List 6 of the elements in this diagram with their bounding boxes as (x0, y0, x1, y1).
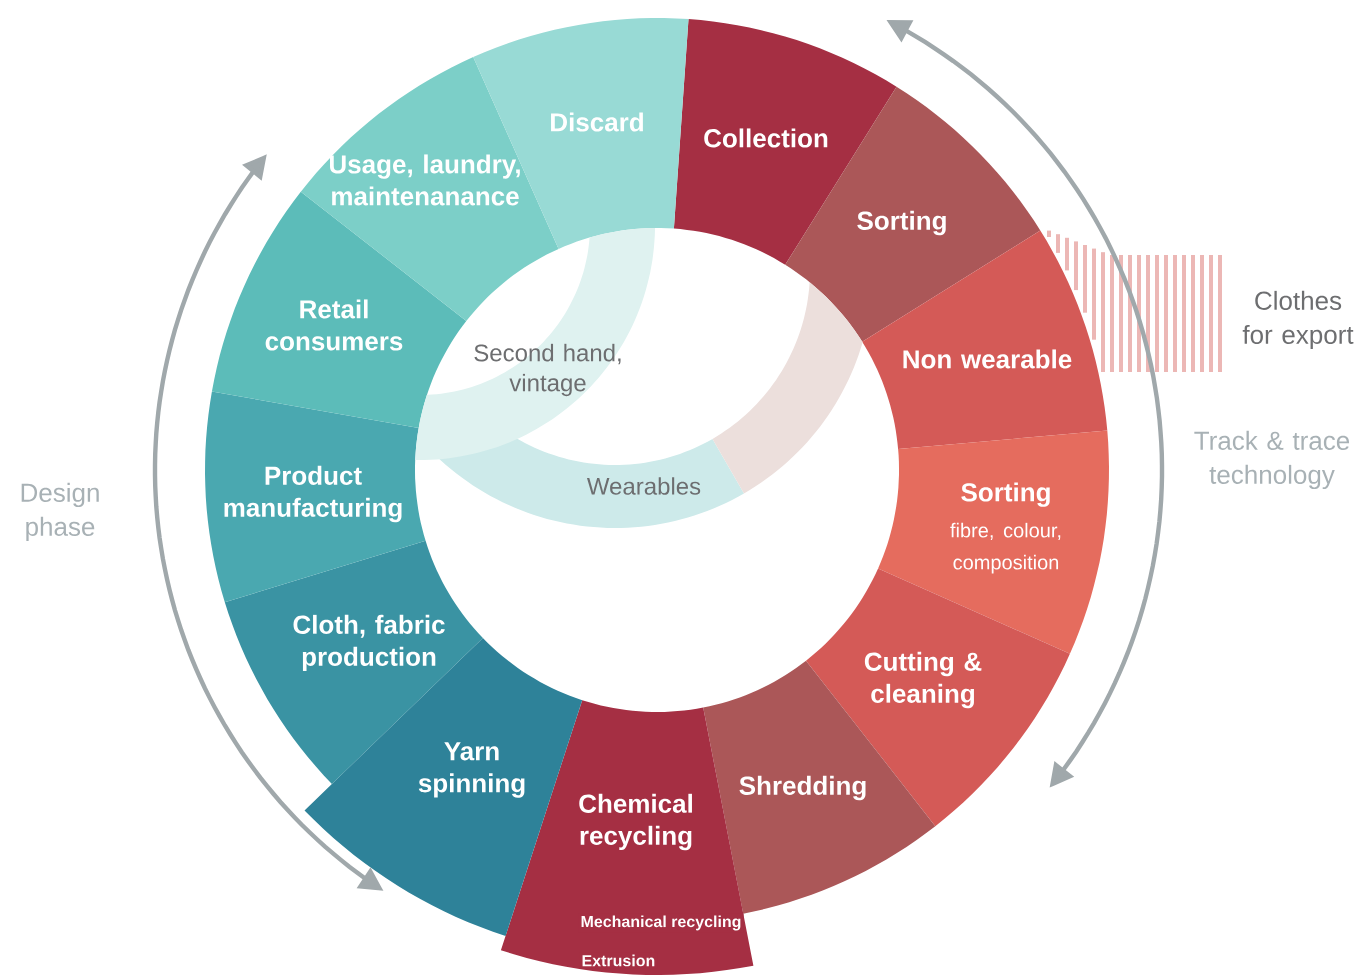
sub-step-tab: Mechanical recycling (578, 913, 744, 933)
side-note: Clothes for export (1242, 290, 1354, 350)
ring-segment: Product manufacturing (205, 391, 426, 603)
inner-band: Second hand, vintage (415, 228, 655, 460)
side-note: Design phase (21, 482, 99, 542)
side-note: Track & trace technology (1194, 430, 1350, 490)
